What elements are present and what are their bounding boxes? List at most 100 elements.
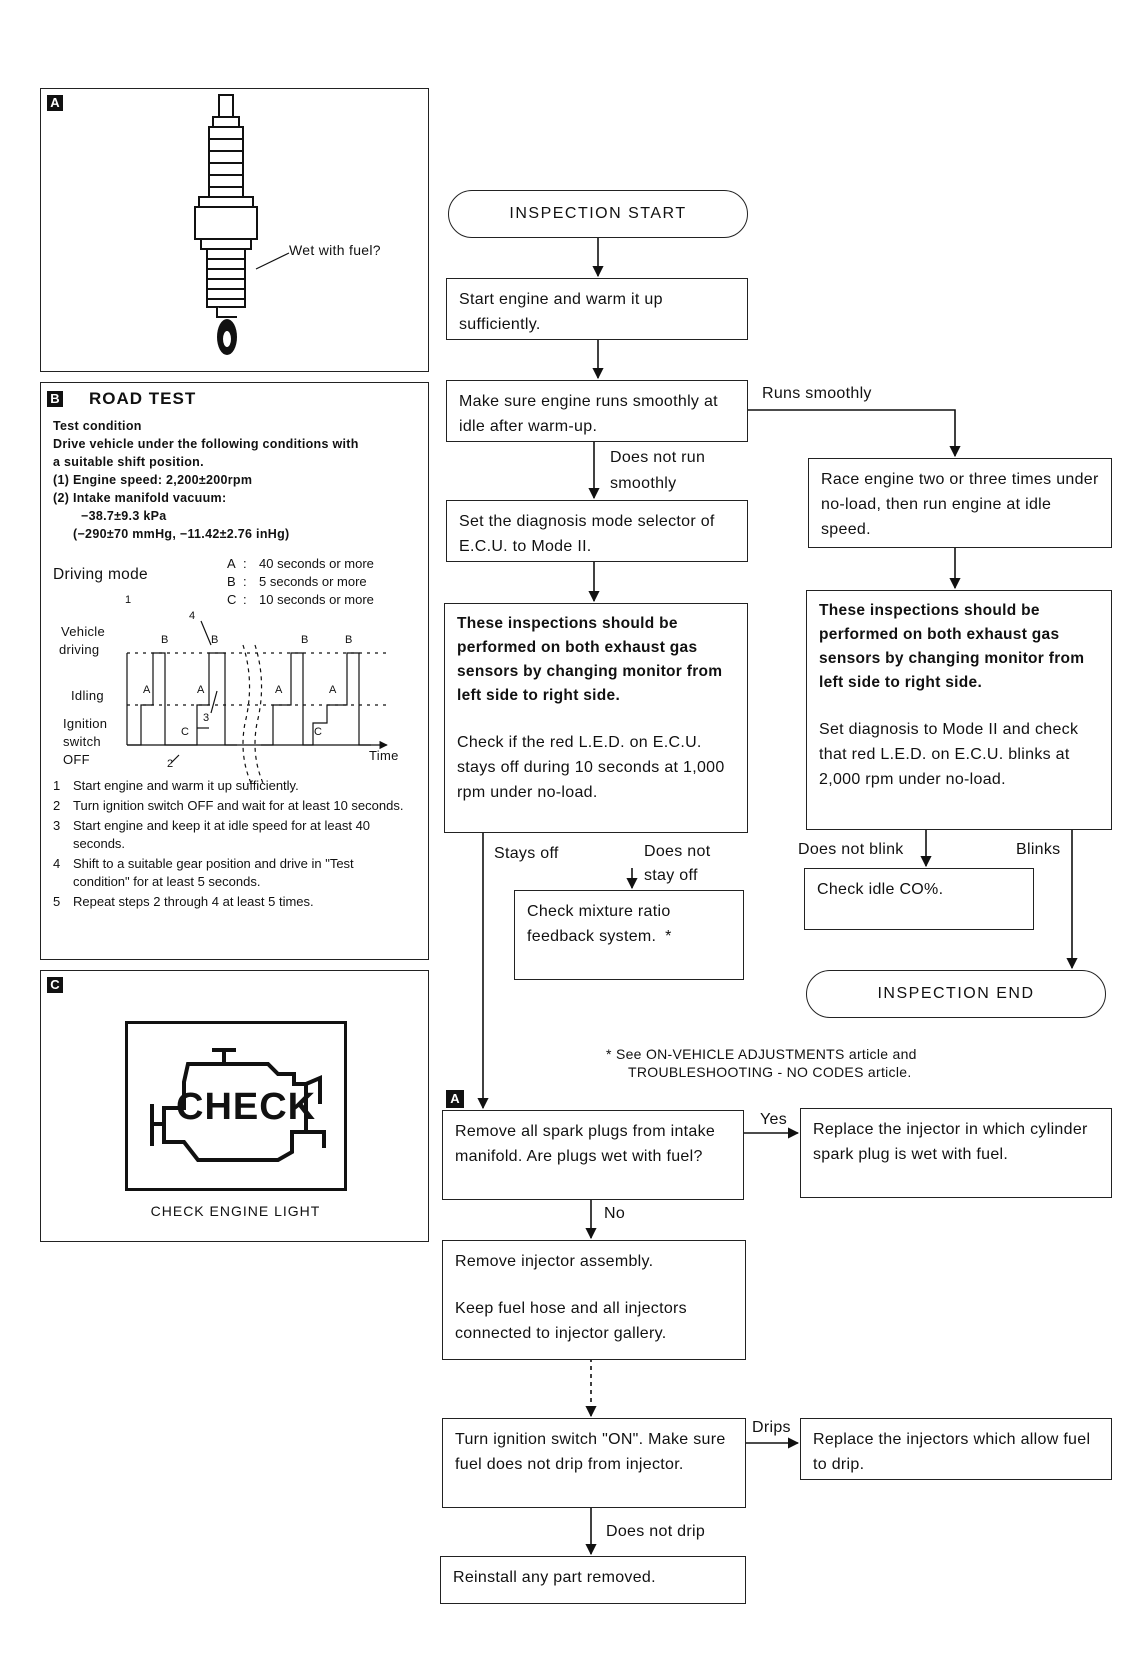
left-led-check: Check if the red L.E.D. on E.C.U. stays …: [457, 734, 725, 801]
mark-4: 4: [189, 610, 195, 622]
check-engine-caption: CHECK ENGINE LIGHT: [150, 1203, 321, 1219]
engine-outline-icon: [150, 1048, 326, 1162]
legend-sep: :: [243, 592, 247, 607]
step-4: 4 Shift to a suitable gear position and …: [53, 855, 413, 891]
driving-mode-legend: A : 40 seconds or more B : 5 seconds or …: [227, 555, 427, 609]
graph-label-ignition-1: Ignition: [63, 716, 108, 731]
step-number: 3: [53, 818, 61, 833]
wet-with-fuel-caption: Wet with fuel?: [289, 242, 381, 258]
step-text: Start engine and warm it up sufficiently…: [73, 778, 299, 793]
right-inspection-box: These inspections should be performed on…: [806, 590, 1112, 830]
check-engine-icon: CHECK: [125, 1021, 347, 1191]
does-not-blink-label: Does not blink: [798, 841, 904, 858]
vacuum-kpa: −38.7±9.3 kPa: [81, 509, 167, 523]
graph-label-vehicle-1: Vehicle: [61, 624, 106, 639]
drips-label: Drips: [752, 1419, 791, 1436]
driving-mode-label: Driving mode: [53, 566, 148, 583]
left-inspection-box: These inspections should be performed on…: [444, 603, 748, 833]
inspection-end: INSPECTION END: [806, 970, 1106, 1018]
step-number: 5: [53, 894, 61, 909]
spark-plug-check: Remove all spark plugs from intake manif…: [442, 1110, 744, 1200]
graph-label-off: OFF: [63, 752, 90, 767]
legend-key: A: [227, 556, 236, 571]
vacuum-heading: (2) Intake manifold vacuum:: [53, 491, 227, 505]
remove-injector-box: Remove injector assembly. Keep fuel hose…: [442, 1240, 746, 1360]
inspection-start: INSPECTION START: [448, 190, 748, 238]
mark-3: 3: [203, 712, 209, 724]
mark-c: C: [181, 726, 189, 738]
graph-label-vehicle-2: driving: [59, 642, 100, 657]
panel-b-road-test: B ROAD TEST Test condition Drive vehicle…: [40, 382, 429, 960]
does-not-stay-off-label-1: Does not: [644, 843, 711, 860]
mark-1: 1: [125, 594, 131, 606]
graph-mode-marks: B B B B A A A A C C 3 4 2 1: [125, 594, 352, 770]
right-inspection-note: These inspections should be performed on…: [819, 602, 1085, 691]
does-not-drip-label: Does not drip: [606, 1523, 706, 1540]
stays-off-label: Stays off: [494, 845, 559, 862]
panel-b-tag: B: [47, 391, 63, 407]
footnote-line-1: * See ON-VEHICLE ADJUSTMENTS article and: [606, 1046, 917, 1062]
test-condition-heading: Test condition: [53, 419, 142, 433]
step-2: 2 Turn ignition switch OFF and wait for …: [53, 797, 413, 815]
test-condition-text-2: a suitable shift position.: [53, 455, 204, 469]
mark-b: B: [345, 634, 352, 646]
panel-c-check-engine-light: C CHECK CHECK ENGINE LIGHT: [40, 970, 429, 1242]
does-not-run-label-2: smoothly: [610, 475, 677, 492]
driving-mode-graph: B B B B A A A A C C 3 4 2 1: [125, 594, 388, 784]
mark-2: 2: [167, 758, 173, 770]
legend-text: 5 seconds or more: [259, 574, 367, 589]
left-inspection-note: These inspections should be performed on…: [457, 615, 723, 704]
step-text: Turn ignition switch OFF and wait for at…: [73, 798, 404, 813]
legend-text: 40 seconds or more: [259, 556, 374, 571]
mark-b: B: [301, 634, 308, 646]
legend-sep: :: [243, 574, 247, 589]
legend-row-b: B : 5 seconds or more: [227, 573, 427, 591]
panel-a-spark-plug: A Wet with fuel?: [40, 88, 429, 372]
keep-fuel-hose-text: Keep fuel hose and all injectors connect…: [455, 1300, 687, 1342]
legend-row-c: C : 10 seconds or more: [227, 591, 427, 609]
panel-a-tag: A: [47, 95, 63, 111]
road-test-steps: 1 Start engine and warm it up sufficient…: [53, 777, 413, 911]
step-text: Repeat steps 2 through 4 at least 5 time…: [73, 894, 314, 909]
step-1: 1 Start engine and warm it up sufficient…: [53, 777, 413, 795]
mark-a: A: [197, 684, 205, 696]
idle-co-step: Check idle CO%.: [804, 868, 1034, 930]
replace-wet-injector-step: Replace the injector in which cylinder s…: [800, 1108, 1112, 1198]
race-engine-step: Race engine two or three times under no-…: [808, 458, 1112, 548]
replace-dripping-injectors-step: Replace the injectors which allow fuel t…: [800, 1418, 1112, 1480]
road-test-title: ROAD TEST: [89, 389, 197, 408]
mark-b: B: [211, 634, 218, 646]
legend-key: B: [227, 574, 236, 589]
graph-label-idling: Idling: [71, 688, 104, 703]
step-3: 3 Start engine and keep it at idle speed…: [53, 817, 413, 853]
idle-smooth-check: Make sure engine runs smoothly at idle a…: [446, 380, 748, 442]
vacuum-other-units: (−290±70 mmHg, −11.42±2.76 inHg): [73, 527, 290, 541]
arrow-runs-smoothly: [745, 409, 961, 458]
mark-c: C: [314, 726, 322, 738]
does-not-stay-off-label-2: stay off: [644, 867, 698, 884]
engine-speed: (1) Engine speed: 2,200±200rpm: [53, 473, 253, 487]
diagnosis-mode-step: Set the diagnosis mode selector of E.C.U…: [446, 500, 748, 562]
blinks-label: Blinks: [1016, 841, 1061, 858]
graph-label-time: Time: [369, 748, 399, 763]
right-led-check: Set diagnosis to Mode II and check that …: [819, 721, 1079, 788]
test-condition-text-1: Drive vehicle under the following condit…: [53, 437, 359, 451]
mark-a: A: [275, 684, 283, 696]
no-label: No: [604, 1205, 626, 1222]
mark-b: B: [161, 634, 168, 646]
check-icon-text: CHECK: [176, 1086, 317, 1128]
legend-sep: :: [243, 556, 247, 571]
mark-a: A: [329, 684, 337, 696]
legend-text: 10 seconds or more: [259, 592, 374, 607]
asterisk-mark: *: [665, 928, 672, 945]
legend-key: C: [227, 592, 237, 607]
step-text: Start engine and keep it at idle speed f…: [73, 818, 371, 851]
warm-up-step: Start engine and warm it up sufficiently…: [446, 278, 748, 340]
ignition-on-check: Turn ignition switch "ON". Make sure fue…: [442, 1418, 746, 1508]
graph-label-ignition-2: switch: [63, 734, 101, 749]
runs-smoothly-label: Runs smoothly: [762, 385, 872, 402]
step-number: 1: [53, 778, 61, 793]
step-number: 4: [53, 856, 61, 871]
remove-injector-text: Remove injector assembly.: [455, 1253, 654, 1270]
